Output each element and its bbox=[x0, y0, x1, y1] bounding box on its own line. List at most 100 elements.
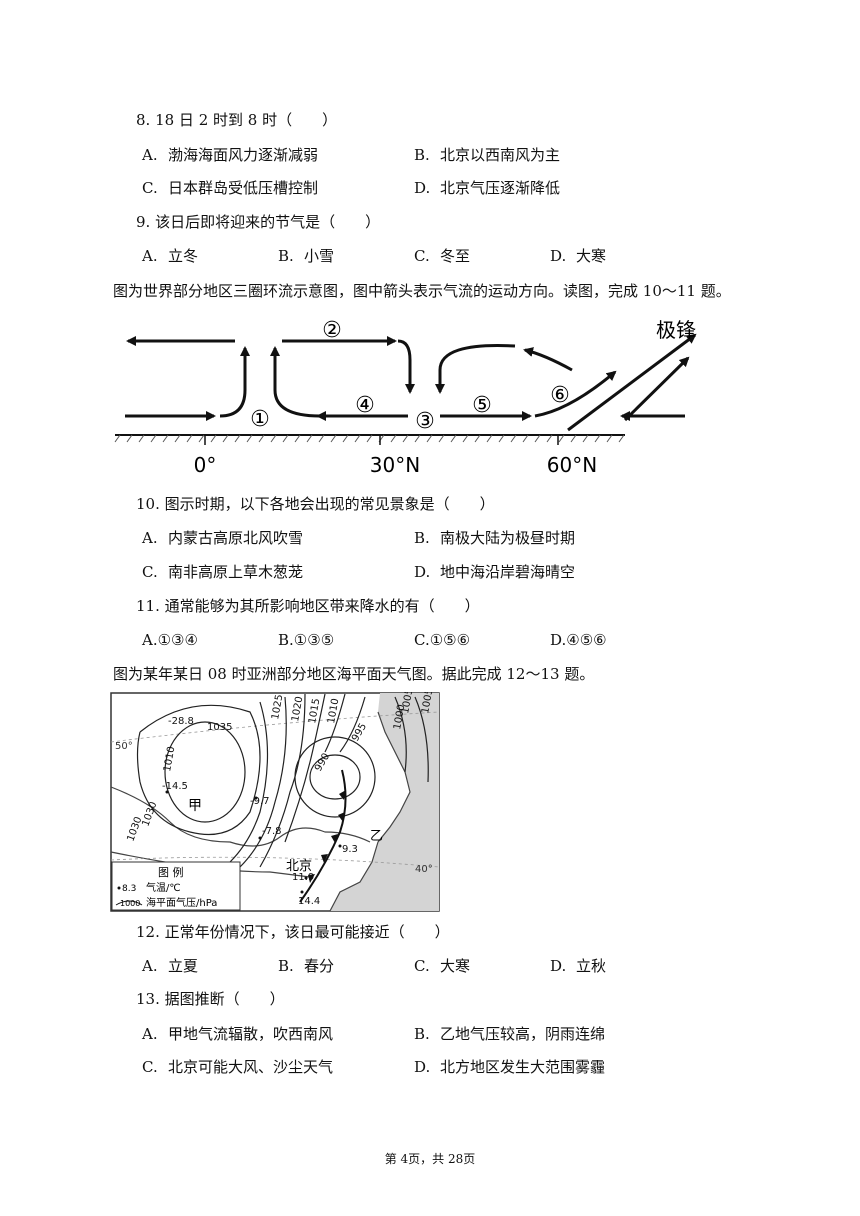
coastline bbox=[329, 711, 411, 912]
option-key: C. bbox=[414, 247, 430, 265]
return-arrow bbox=[523, 347, 573, 372]
option-text: 内蒙古高原北风吹雪 bbox=[168, 529, 304, 547]
latitude-label-60n: 60°N bbox=[547, 453, 597, 477]
legend-temp-sample: 8.3 bbox=[122, 884, 136, 894]
q8-option-c[interactable]: C.日本群岛受低压槽控制 bbox=[142, 178, 318, 198]
q10-option-b[interactable]: B. 南极大陆为极昼时期 bbox=[414, 528, 575, 548]
q9-option-a[interactable]: A.立冬 bbox=[142, 246, 198, 266]
isobar-label: 1035 bbox=[207, 722, 232, 733]
lat-label-50: 50° bbox=[115, 741, 133, 752]
intro-10-11: 图为世界部分地区三圈环流示意图，图中箭头表示气流的运动方向。读图，完成 10～1… bbox=[113, 282, 731, 300]
option-key: A. bbox=[142, 631, 158, 649]
q11-option-d[interactable]: D.④⑤⑥ bbox=[550, 630, 607, 650]
option-text: ④⑤⑥ bbox=[566, 631, 607, 649]
option-key: D. bbox=[414, 563, 431, 581]
option-key: B. bbox=[278, 957, 294, 975]
q10-option-a[interactable]: A.内蒙古高原北风吹雪 bbox=[142, 528, 303, 548]
option-key: D. bbox=[550, 631, 567, 649]
latitude-label-0: 0° bbox=[194, 453, 217, 477]
marker-2: ② bbox=[322, 318, 342, 343]
q12-option-a[interactable]: A.立夏 bbox=[142, 956, 198, 976]
legend-pressure-sample: 1000 bbox=[120, 899, 140, 908]
rising-arrow-right bbox=[270, 346, 321, 418]
q12-option-d[interactable]: D. 立秋 bbox=[550, 956, 606, 976]
rising-arrow-left bbox=[219, 346, 250, 418]
option-key: C. bbox=[414, 957, 430, 975]
polar-front-arrow bbox=[567, 333, 697, 432]
option-key: A. bbox=[142, 957, 158, 975]
option-key: D. bbox=[414, 1058, 431, 1076]
option-text: 地中海沿岸碧海晴空 bbox=[440, 563, 576, 581]
q13-option-a[interactable]: A. 甲地气流辐散，吹西南风 bbox=[142, 1024, 333, 1044]
marker-4: ④ bbox=[355, 393, 375, 418]
temperature-value: -28.8 bbox=[168, 716, 194, 727]
latitude-label-30n: 30°N bbox=[370, 453, 420, 477]
option-text: ①⑤⑥ bbox=[429, 631, 471, 649]
q9-option-c[interactable]: C. 冬至 bbox=[414, 246, 470, 266]
q8-stem: 8. 18 日 2 时到 8 时（ ） bbox=[136, 111, 338, 129]
q13-option-d[interactable]: D.北方地区发生大范围雾霾 bbox=[414, 1057, 605, 1077]
q10-option-d[interactable]: D. 地中海沿岸碧海晴空 bbox=[414, 562, 575, 582]
isobar-label: 1000 bbox=[392, 704, 407, 731]
descending-arrow-right bbox=[435, 344, 516, 394]
option-text: 甲地气流辐散，吹西南风 bbox=[168, 1025, 334, 1043]
option-text: 日本群岛受低压槽控制 bbox=[168, 179, 319, 197]
q11-option-c[interactable]: C.①⑤⑥ bbox=[414, 630, 470, 650]
isobar-label: 1005 bbox=[400, 692, 415, 715]
q10-option-c[interactable]: C.南非高原上草木葱茏 bbox=[142, 562, 303, 582]
q13-stem: 13. 据图推断（ ） bbox=[136, 990, 285, 1008]
option-key: C. bbox=[142, 563, 158, 581]
option-key: C. bbox=[414, 631, 430, 649]
option-key: A. bbox=[142, 146, 158, 164]
border-line bbox=[110, 786, 371, 847]
q8-option-a[interactable]: A.渤海海面风力逐渐减弱 bbox=[142, 145, 318, 165]
q11-option-a[interactable]: A.①③④ bbox=[142, 630, 198, 650]
option-key: B. bbox=[278, 247, 294, 265]
temperature-value: 14.4 bbox=[298, 896, 320, 907]
option-text: 北京以西南风为主 bbox=[440, 146, 561, 164]
temperature-value: -7.8 bbox=[262, 826, 282, 837]
polar-front-label: 极锋 bbox=[656, 318, 696, 342]
circulation-diagram: 0° 30°N 60°N ① ② ③ ④ ⑤ ⑥ 极锋 bbox=[114, 318, 697, 477]
q8-option-d[interactable]: D. 北京气压逐渐降低 bbox=[414, 178, 560, 198]
option-key: B. bbox=[414, 529, 430, 547]
option-key: B. bbox=[414, 1025, 430, 1043]
q9-option-b[interactable]: B.小雪 bbox=[278, 246, 334, 266]
marker-5: ⑤ bbox=[472, 393, 492, 418]
q13-option-b[interactable]: B.乙地气压较高，阴雨连绵 bbox=[414, 1024, 605, 1044]
isobar-label: 1010 bbox=[162, 746, 177, 773]
option-key: C. bbox=[142, 1058, 158, 1076]
option-text: 立秋 bbox=[576, 957, 607, 975]
isobar-label: 1015 bbox=[307, 698, 322, 725]
option-text: ①③④ bbox=[157, 631, 198, 649]
option-key: D. bbox=[550, 957, 567, 975]
q12-option-b[interactable]: B.春分 bbox=[278, 956, 334, 976]
q13-option-c[interactable]: C. 北京可能大风、沙尘天气 bbox=[142, 1057, 333, 1077]
cold-front bbox=[299, 769, 347, 903]
option-key: B. bbox=[278, 631, 294, 649]
q10-stem: 10. 图示时期，以下各地会出现的常见景象是（ ） bbox=[136, 495, 495, 513]
q11-option-b[interactable]: B.①③⑤ bbox=[278, 630, 334, 650]
legend-pressure: 海平面气压/hPa bbox=[146, 896, 217, 909]
option-key: D. bbox=[414, 179, 431, 197]
option-text: 北京气压逐渐降低 bbox=[440, 179, 561, 197]
q9-option-d[interactable]: D.大寒 bbox=[550, 246, 606, 266]
lat-label-40: 40° bbox=[415, 864, 433, 875]
isobar-label: 1005 bbox=[420, 692, 435, 715]
q8-option-b[interactable]: B. 北京以西南风为主 bbox=[414, 145, 560, 165]
legend-temp: 气温/℃ bbox=[146, 881, 181, 894]
option-text: 北京可能大风、沙尘天气 bbox=[168, 1058, 334, 1076]
option-text: 南极大陆为极昼时期 bbox=[440, 529, 576, 547]
option-key: B. bbox=[414, 146, 430, 164]
q12-stem: 12. 正常年份情况下，该日最可能接近（ ） bbox=[136, 923, 450, 941]
descending-arrow-left bbox=[397, 339, 415, 394]
q9-stem: 9. 该日后即将迎来的节气是（ ） bbox=[136, 213, 381, 231]
q12-option-c[interactable]: C.大寒 bbox=[414, 956, 470, 976]
option-key: A. bbox=[142, 247, 158, 265]
option-key: A. bbox=[142, 1025, 158, 1043]
sea-area bbox=[330, 693, 439, 911]
isobar-label: 1025 bbox=[270, 694, 285, 721]
temperature-value: 9.3 bbox=[342, 844, 358, 855]
option-text: 冬至 bbox=[440, 247, 471, 265]
q11-stem: 11. 通常能够为其所影响地区带来降水的有（ ） bbox=[136, 597, 480, 615]
